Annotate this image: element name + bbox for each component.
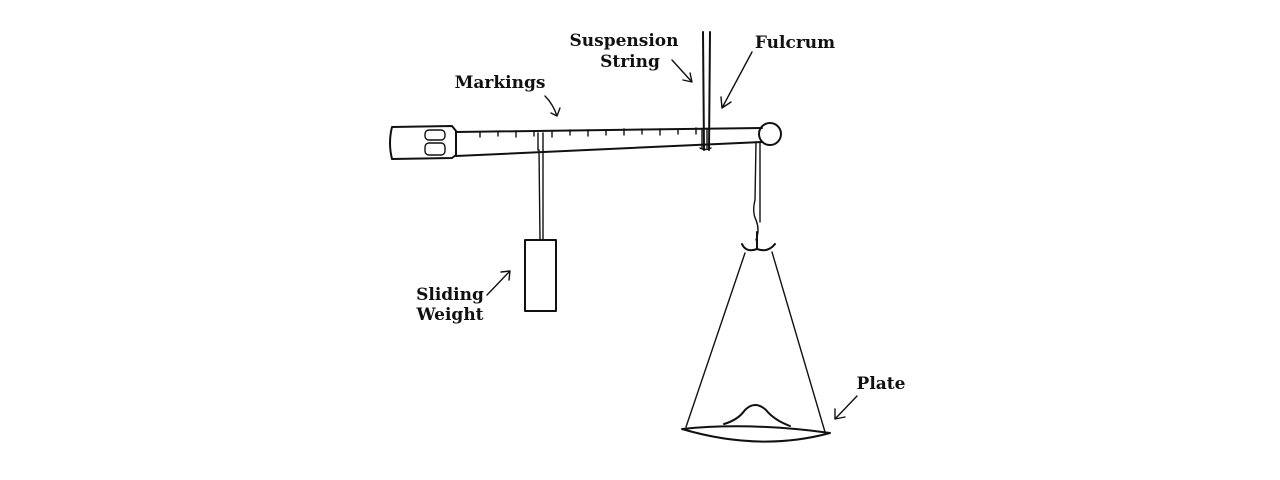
sliding-weight-assembly xyxy=(524,132,557,312)
handle-slot-bottom xyxy=(424,142,446,156)
label-arrows xyxy=(486,51,858,420)
fulcrum-arrow xyxy=(720,51,753,109)
beam-shaft-bottom xyxy=(455,141,763,157)
fulcrum-loop xyxy=(699,129,712,151)
label-plate: Plate xyxy=(857,374,906,394)
beam-shaft-top xyxy=(455,127,763,133)
plate-string xyxy=(753,141,761,241)
plate-pan xyxy=(681,425,831,443)
sliding-weight-block xyxy=(524,239,557,312)
beam-handle xyxy=(389,125,457,160)
plate-arrow xyxy=(834,395,858,420)
suspension-string xyxy=(702,31,711,151)
label-suspension-line1: Suspension xyxy=(570,31,679,51)
markings-arrow xyxy=(544,95,561,117)
beam-knob xyxy=(758,122,782,146)
suspension-arrow xyxy=(671,59,693,83)
plate-string-right xyxy=(771,251,826,433)
hook xyxy=(741,231,776,252)
plate-contents xyxy=(723,404,791,427)
label-sliding-line1: Sliding xyxy=(416,285,484,305)
sliding-weight-arrow xyxy=(486,270,511,296)
label-markings: Markings xyxy=(455,73,546,93)
label-sliding-line2: Weight xyxy=(415,305,483,325)
label-fulcrum: Fulcrum xyxy=(755,33,835,53)
weight-loop xyxy=(537,132,544,151)
plate-assembly xyxy=(681,141,831,443)
beam xyxy=(389,122,782,160)
label-suspension-line2: String xyxy=(600,52,660,72)
weight-string xyxy=(538,149,544,241)
plate-string-left xyxy=(685,252,746,428)
markings-ticks xyxy=(479,127,697,138)
handle-slot-top xyxy=(424,129,446,141)
